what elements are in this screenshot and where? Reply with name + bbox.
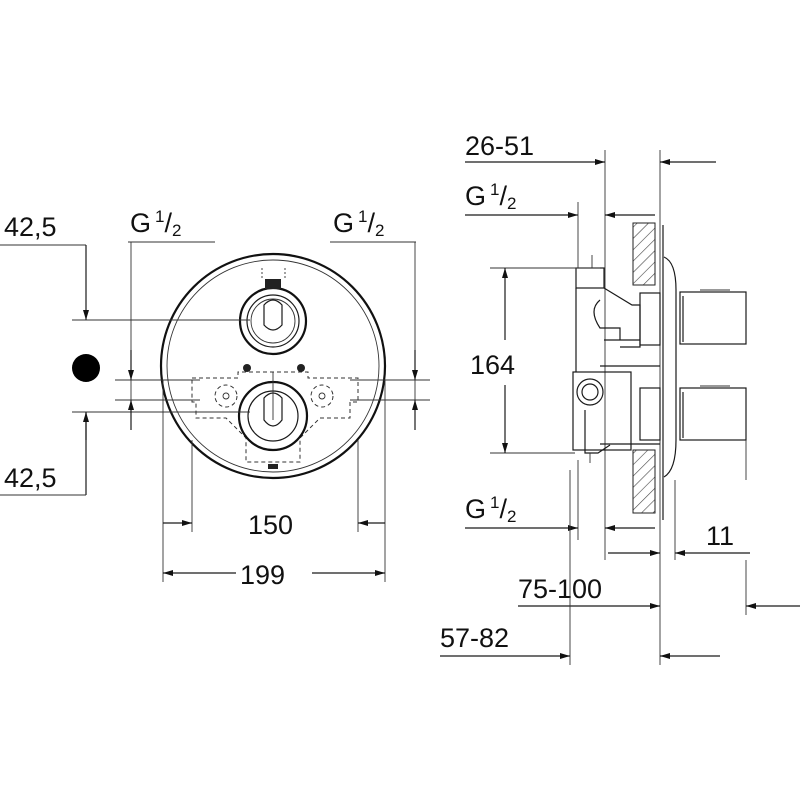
dim-install-depth-min: 57-82 [440, 623, 509, 653]
cover-plate-profile [663, 256, 677, 478]
dim-lower-offset: 42,5 [4, 463, 57, 493]
dim-inlet-spacing: 150 [248, 510, 293, 540]
flow-handle-icon [237, 372, 309, 452]
dim-height: 164 [470, 350, 515, 380]
valve-body-side-icon [572, 255, 661, 463]
cover-plate-inner [166, 259, 380, 473]
dim-install-depth-max: 75-100 [518, 574, 602, 604]
dim-upper-offset: 42,5 [4, 212, 57, 242]
handle-lower-side-icon [679, 385, 747, 441]
cover-plate-outer [159, 252, 387, 480]
dim-cover-depth: 26-51 [465, 131, 534, 161]
centre-point-icon [72, 354, 100, 382]
handle-upper-side-icon [679, 289, 747, 345]
right-inlet-hole [310, 384, 334, 408]
wall-section-lower [632, 449, 656, 514]
wall-section-upper [632, 222, 656, 286]
dim-plate-diameter: 199 [240, 560, 285, 590]
valve-body-hidden-outline [191, 371, 359, 463]
dim-plate-thickness: 11 [706, 521, 734, 551]
temperature-handle-icon [238, 268, 308, 356]
left-inlet-hole [214, 384, 238, 408]
